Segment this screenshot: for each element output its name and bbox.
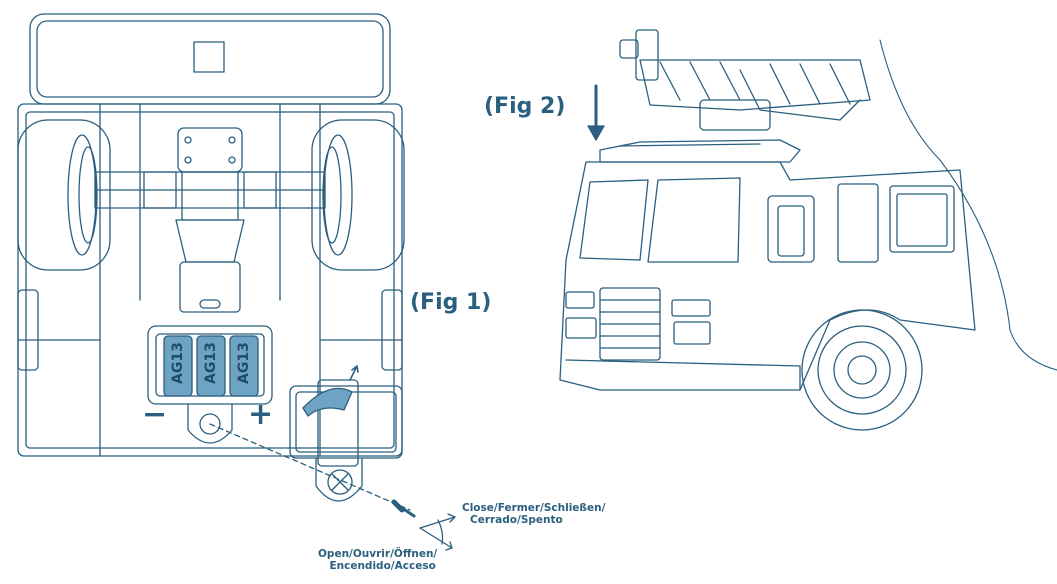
minus-sign: − xyxy=(142,397,168,432)
close-label: Close/Fermer/Schließen/ Cerrado/Spento xyxy=(462,502,605,526)
open-label-line2: Encendido/Acceso xyxy=(329,560,436,572)
fig1-label: (Fig 1) xyxy=(410,290,492,315)
fig2-label: (Fig 2) xyxy=(484,94,566,119)
plus-sign: + xyxy=(248,397,274,432)
battery-cell-2: AG13 xyxy=(203,342,219,384)
truck-underside-drawing xyxy=(17,13,456,551)
battery-cell-1: AG13 xyxy=(170,342,186,384)
close-label-line1: Close/Fermer/Schließen/ xyxy=(462,502,606,514)
open-label: Open/Ouvrir/Öffnen/ Encendido/Acceso xyxy=(318,548,437,572)
open-label-line1: Open/Ouvrir/Öffnen/ xyxy=(318,548,438,560)
close-label-line2: Cerrado/Spento xyxy=(470,514,563,526)
battery-cell-3: AG13 xyxy=(236,342,252,384)
fire-truck-drawing xyxy=(559,29,1057,431)
